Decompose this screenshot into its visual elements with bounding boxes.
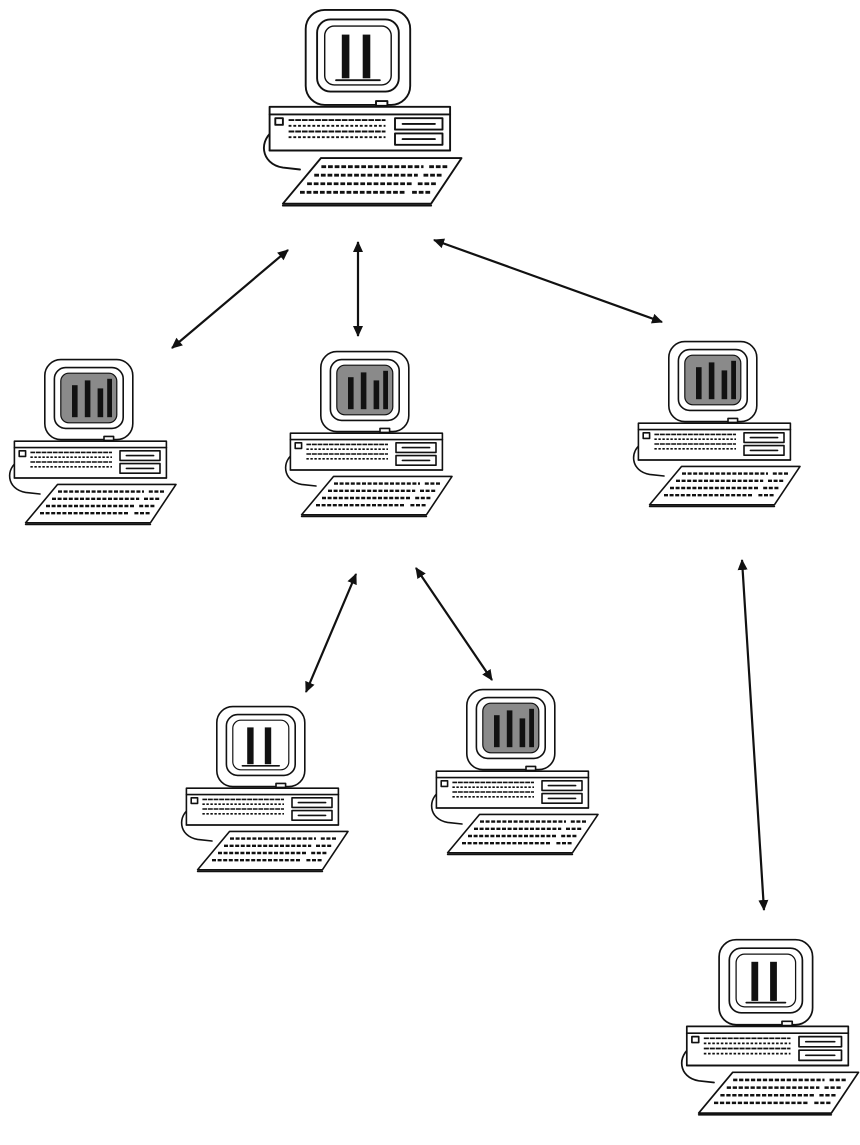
keyboard [281,157,463,207]
arrow-computer-right-to-computer-bottom-right [737,559,769,911]
arrow-computer-middle-to-computer-bottom-center [415,567,493,681]
screen-bar [696,367,702,400]
power-led [18,450,27,458]
system-unit [13,440,168,479]
screen [735,953,797,1008]
screen-bar [506,710,513,748]
monitor [320,350,410,434]
screen-bar [529,708,534,748]
screen-bar [264,727,272,765]
computer-nodes [9,8,860,1116]
monitor [216,705,306,789]
system-unit [289,432,444,471]
keyboard [196,830,349,873]
screen-bar [360,372,367,410]
keyboard-body [697,1071,860,1114]
system-unit [268,105,452,152]
monitor [668,340,758,424]
monitor [718,938,814,1027]
keyboard-body [281,157,463,205]
screen-bar [519,718,526,748]
monitor-stand [525,765,537,772]
computer-top [262,8,463,207]
screen-bar [708,362,715,400]
screen-bar [770,961,777,1001]
screen-bar [107,378,112,418]
computer-right [633,340,801,508]
screen-bar [494,715,500,748]
power-led [274,117,284,126]
monitor [466,688,556,772]
keyboard [446,813,599,856]
monitor-stand [781,1020,794,1027]
screen-bar [72,385,78,418]
power-led [691,1035,700,1044]
power-led [190,797,199,805]
computer-left [9,358,177,526]
screen-bar [97,388,104,418]
monitor-stand [275,782,287,789]
computer-bottom-center [431,688,599,856]
computer-middle [285,350,453,518]
keyboard-body [196,830,349,871]
screen-bar [362,34,371,79]
monitor-stand [103,435,115,442]
screen-bar [247,727,254,765]
arrow-computer-top-to-computer-left [171,249,289,349]
keyboard-body [648,465,801,506]
monitor-stand [379,427,391,434]
screen-bar [373,380,380,410]
keyboard-body [24,483,177,524]
system-unit [685,1025,850,1067]
system-unit [185,787,340,826]
screen-bar [383,370,388,410]
monitor [44,358,134,442]
keyboard [24,483,177,526]
arrow-computer-middle-to-computer-bottom-left [304,573,358,693]
power-led [294,442,303,450]
screen-bar [721,370,728,400]
monitor [304,8,412,107]
screen-bar [751,961,759,1001]
screen [232,719,290,771]
screen-bar [731,360,736,400]
computer-bottom-right [681,938,860,1116]
keyboard [697,1071,860,1116]
system-unit [637,422,792,461]
computer-bottom-left [181,705,349,873]
keyboard-body [300,475,453,516]
keyboard [648,465,801,508]
arrow-computer-top-to-computer-right [433,238,663,324]
screen-bar [348,377,354,410]
screen-bar [341,34,350,79]
power-led [440,780,449,788]
screen-bar [84,380,91,418]
screen [323,25,392,86]
connection-arrows [171,238,769,911]
keyboard-body [446,813,599,854]
keyboard [300,475,453,518]
system-unit [435,770,590,809]
monitor-stand [727,417,739,424]
monitor-stand [375,100,389,107]
power-led [642,432,651,440]
